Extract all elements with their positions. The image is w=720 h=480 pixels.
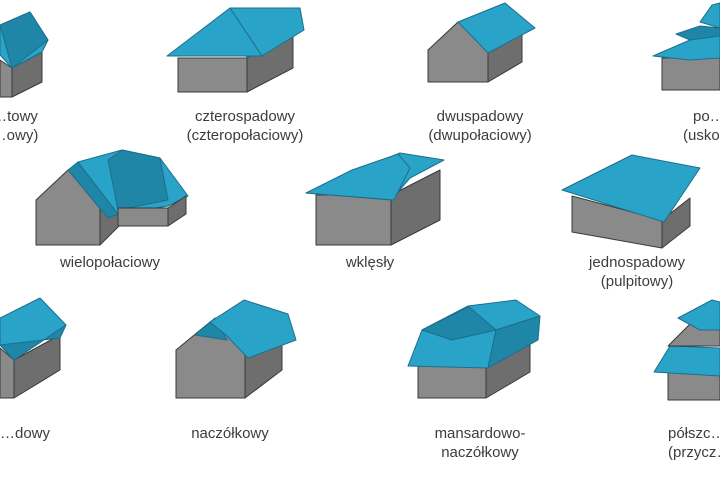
- house-r2c2: [305, 152, 445, 246]
- label-r3c2: naczółkowy: [191, 425, 269, 442]
- label-r2c3: jednospadowy(pulpitowy): [589, 254, 685, 290]
- house-r2c1: [35, 149, 189, 246]
- house-r3c4: [653, 299, 720, 401]
- label-r2c1: wielopołaciowy: [59, 254, 161, 271]
- house-r1c4: [652, 2, 720, 91]
- house-r3c3: [407, 299, 541, 399]
- label-r3c3: mansardowo-naczółkowy: [434, 425, 526, 461]
- house-r3c1: [0, 297, 67, 399]
- label-r1c1: …towy…owy): [0, 108, 39, 144]
- house-r1c3: [427, 2, 536, 83]
- label-r2c2: wklęsły: [345, 254, 395, 271]
- label-r1c3: dwuspadowy(dwupołaciowy): [428, 108, 532, 144]
- house-r3c2: [175, 299, 297, 399]
- label-r3c1: …dowy: [0, 425, 51, 442]
- label-r1c4: po…(usko…: [683, 108, 720, 144]
- house-r2c3: [561, 154, 701, 249]
- house-r1c1: [0, 11, 49, 98]
- house-r1c2: [166, 7, 305, 93]
- label-r1c2: czterospadowy(czteropołaciowy): [186, 108, 304, 144]
- label-r3c4: półszc…(przycz…: [668, 425, 720, 461]
